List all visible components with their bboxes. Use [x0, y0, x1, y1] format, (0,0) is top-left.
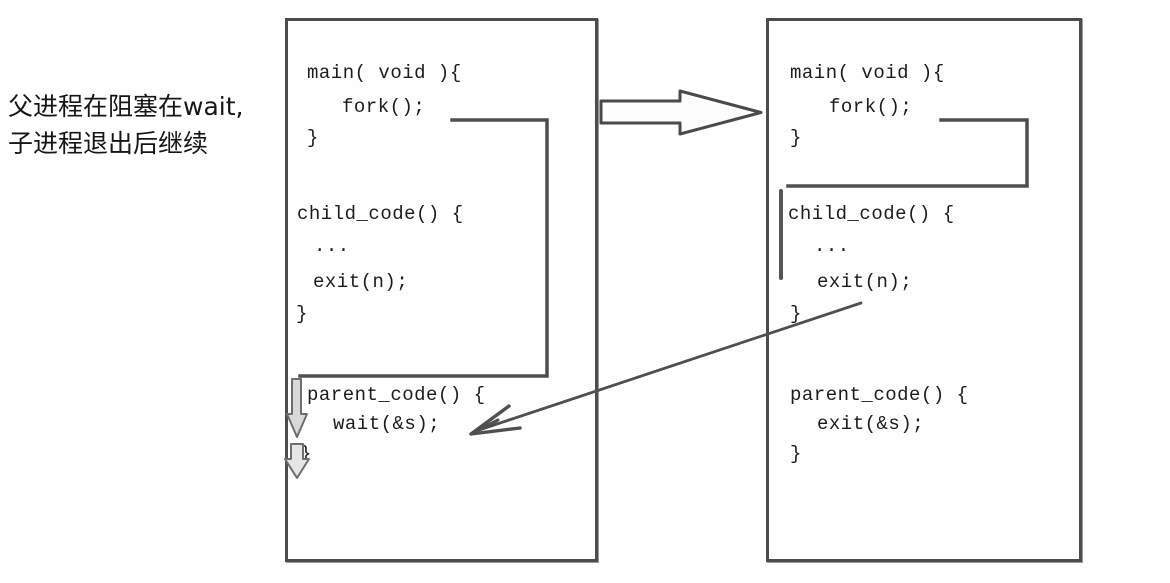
- annotation-line-1: 父进程在阻塞在wait,: [8, 92, 244, 121]
- code-line-parent-right: parent_code() {: [790, 384, 969, 406]
- code-line-close-parent-left: }: [300, 443, 312, 465]
- code-line-close-parent-right: }: [790, 443, 802, 465]
- code-line-close-child-right: }: [790, 303, 802, 325]
- code-line-exit-right: exit(n);: [817, 271, 913, 293]
- code-line-dots-right: ...: [814, 235, 850, 257]
- left-process-box: main( void ){ fork(); } child_code() { .…: [285, 18, 598, 562]
- process-copy-arrow-icon: [599, 89, 763, 136]
- annotation: 父进程在阻塞在wait, 子进程退出后继续: [8, 88, 243, 162]
- code-line-main-left: main( void ){: [307, 62, 462, 84]
- code-line-close-main-right: }: [790, 127, 802, 149]
- code-line-child-right: child_code() {: [788, 203, 955, 225]
- code-line-fork-left: fork();: [342, 96, 426, 118]
- code-line-dots-left: ...: [314, 235, 350, 257]
- code-line-main-right: main( void ){: [790, 62, 945, 84]
- right-process-box: main( void ){ fork(); } child_code() { .…: [766, 18, 1082, 562]
- code-line-exit-s-right: exit(&s);: [817, 413, 925, 435]
- code-line-child-left: child_code() {: [297, 203, 464, 225]
- code-line-exit-left: exit(n);: [313, 271, 409, 293]
- code-line-wait-left: wait(&s);: [333, 413, 441, 435]
- code-line-fork-right: fork();: [829, 96, 913, 118]
- code-line-parent-left: parent_code() {: [307, 384, 486, 406]
- code-line-close-child-left: }: [296, 303, 308, 325]
- annotation-line-2: 子进程退出后继续: [8, 129, 209, 158]
- code-line-close-main-left: }: [307, 127, 319, 149]
